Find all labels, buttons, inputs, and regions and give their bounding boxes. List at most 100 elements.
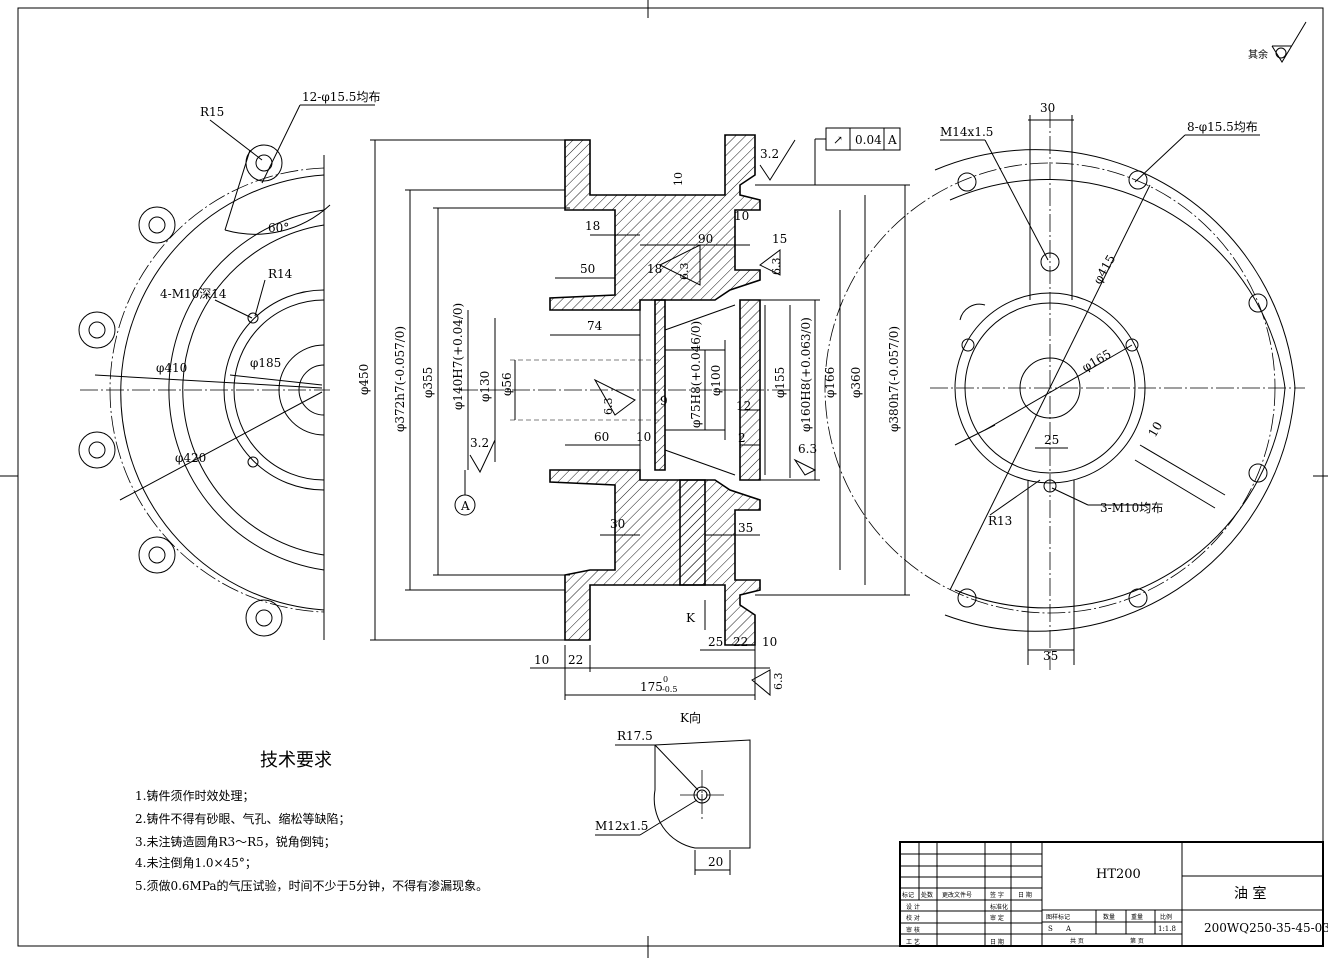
svg-text:φ380h7(-0.057/0): φ380h7(-0.057/0)	[887, 326, 901, 432]
svg-text:第 页: 第 页	[1130, 937, 1144, 945]
svg-text:25: 25	[708, 635, 723, 649]
svg-text:6.3: 6.3	[602, 398, 615, 416]
svg-text:6.3: 6.3	[798, 442, 817, 456]
svg-text:A: A	[887, 133, 897, 147]
svg-text:22: 22	[568, 653, 583, 667]
svg-text:10: 10	[1145, 419, 1165, 439]
bolt-lug	[138, 206, 176, 244]
svg-text:φ360: φ360	[849, 367, 863, 398]
svg-text:K: K	[686, 611, 696, 625]
svg-text:其余: 其余	[1248, 48, 1268, 61]
svg-text:φ130: φ130	[478, 371, 492, 402]
requirement-item: 4.未注倒角1.0×45°；	[135, 855, 257, 870]
requirement-item: 2.铸件不得有砂眼、气孔、缩松等缺陷；	[135, 811, 350, 826]
section-view: A ↗ 0.04 A 3.2 6.3 6.3 6.3 3.2 6.3 6.3 K	[357, 127, 910, 700]
svg-text:φ355: φ355	[421, 367, 435, 398]
requirement-item: 5.须做0.6MPa的气压试验，时间不少于5分钟，不得有渗漏现象。	[135, 878, 488, 893]
svg-text:φ166: φ166	[823, 367, 837, 398]
svg-text:φ56: φ56	[500, 372, 514, 396]
svg-text:2: 2	[738, 431, 746, 445]
svg-text:10: 10	[534, 653, 549, 667]
svg-text:3.2: 3.2	[470, 436, 489, 450]
svg-text:φ372h7(-0.057/0): φ372h7(-0.057/0)	[393, 326, 407, 432]
svg-text:25: 25	[1044, 433, 1059, 447]
svg-text:30: 30	[610, 517, 625, 531]
svg-text:更改文件号: 更改文件号	[942, 891, 972, 899]
svg-text:0.04: 0.04	[855, 133, 882, 147]
svg-text:重量: 重量	[1131, 913, 1143, 921]
svg-text:日 期: 日 期	[1018, 891, 1032, 899]
svg-text:12-φ15.5均布: 12-φ15.5均布	[302, 90, 380, 104]
svg-text:35: 35	[738, 521, 753, 535]
bolt-lug	[245, 599, 283, 637]
svg-text:3-M10均布: 3-M10均布	[1100, 501, 1163, 515]
svg-text:20: 20	[708, 855, 723, 869]
svg-text:φ140H7(+0.04/0): φ140H7(+0.04/0)	[451, 303, 465, 410]
svg-text:6.3: 6.3	[770, 258, 783, 276]
tech-requirements: 技术要求 1.铸件须作时效处理； 2.铸件不得有砂眼、气孔、缩松等缺陷； 3.未…	[135, 750, 488, 893]
bolt-hole	[1248, 293, 1268, 313]
svg-text:12: 12	[736, 399, 751, 413]
bolt-lug	[245, 144, 283, 182]
bolt-lug	[138, 536, 176, 574]
svg-text:↗: ↗	[833, 133, 843, 147]
svg-text:10: 10	[762, 635, 777, 649]
svg-text:22: 22	[733, 635, 748, 649]
svg-text:15: 15	[772, 232, 787, 246]
svg-text:φ420: φ420	[175, 451, 206, 465]
svg-text:日 期: 日 期	[990, 938, 1004, 946]
svg-text:R13: R13	[988, 514, 1012, 528]
drawing-number: 200WQ250-35-45-03	[1204, 921, 1328, 935]
svg-text:设 计: 设 计	[906, 903, 920, 911]
bolt-hole	[957, 588, 977, 608]
svg-text:175: 175	[640, 680, 663, 694]
svg-text:18: 18	[647, 262, 662, 276]
requirement-item: 3.未注铸造圆角R3～R5，锐角倒钝；	[135, 834, 336, 849]
svg-text:6.3: 6.3	[678, 263, 691, 281]
svg-text:校 对: 校 对	[906, 914, 920, 922]
bolt-hole	[1128, 170, 1148, 190]
svg-text:30: 30	[1040, 101, 1055, 115]
svg-text:74: 74	[587, 319, 603, 333]
svg-text:10: 10	[734, 209, 749, 223]
requirement-item: 1.铸件须作时效处理；	[135, 788, 254, 803]
svg-text:M12x1.5: M12x1.5	[595, 819, 648, 833]
front-view: R15 12-φ15.5均布 60° R14 4-M10深14 φ410 φ18…	[78, 90, 380, 640]
svg-text:φ165: φ165	[1080, 347, 1114, 375]
svg-text:6.3: 6.3	[772, 673, 785, 691]
svg-text:R17.5: R17.5	[617, 729, 653, 743]
svg-text:φ155: φ155	[773, 367, 787, 398]
svg-text:90: 90	[698, 232, 713, 246]
drawing-border	[17, 7, 1324, 947]
part-name: 油 室	[1234, 885, 1266, 902]
svg-text:标准化: 标准化	[990, 903, 1008, 911]
svg-text:4-M10深14: 4-M10深14	[160, 287, 227, 301]
svg-text:比例: 比例	[1160, 913, 1172, 921]
bolt-hole	[1248, 463, 1268, 483]
svg-text:60°: 60°	[268, 221, 289, 235]
svg-text:18: 18	[585, 219, 600, 233]
svg-text:60: 60	[594, 430, 609, 444]
svg-text:审 定: 审 定	[990, 914, 1004, 922]
svg-text:A: A	[460, 499, 470, 513]
svg-text:3.2: 3.2	[760, 147, 779, 161]
bolt-lug	[78, 431, 116, 469]
svg-text:R15: R15	[200, 105, 224, 119]
svg-text:数量: 数量	[1103, 913, 1115, 921]
svg-text:10: 10	[636, 430, 651, 444]
svg-text:R14: R14	[268, 267, 293, 281]
svg-text:φ160H8(+0.063/0): φ160H8(+0.063/0)	[799, 317, 813, 432]
svg-text:φ450: φ450	[357, 364, 371, 395]
svg-text:50: 50	[580, 262, 595, 276]
bolt-lug	[78, 311, 116, 349]
tech-requirements-title: 技术要求	[260, 750, 332, 771]
svg-text:图样标记: 图样标记	[1046, 913, 1070, 921]
svg-text:K向: K向	[680, 710, 701, 725]
svg-text:S: S	[1048, 925, 1053, 933]
svg-text:9: 9	[660, 394, 668, 408]
material-label: HT200	[1096, 867, 1141, 882]
svg-text:0: 0	[663, 675, 668, 684]
svg-text:φ75H8(+0.046/0): φ75H8(+0.046/0)	[689, 321, 703, 428]
bolt-hole	[1128, 588, 1148, 608]
